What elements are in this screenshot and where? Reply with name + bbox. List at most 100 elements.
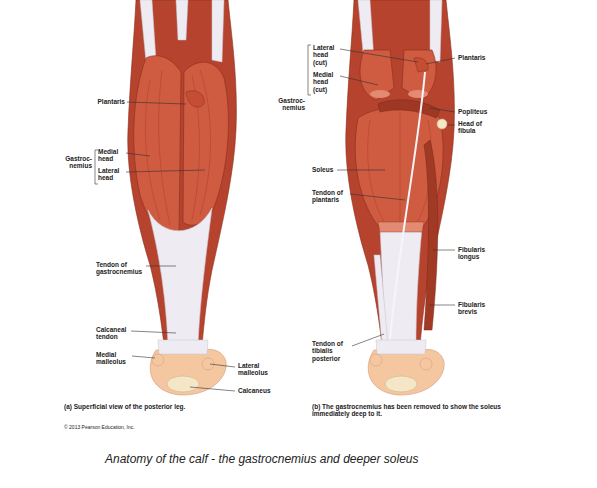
fibula-head [437, 119, 447, 129]
medial-malleolus [152, 354, 164, 366]
cut-head-muscle [402, 50, 436, 100]
leader-line [190, 387, 235, 391]
label-holder: (a) Superficial view of the posterior le… [64, 403, 284, 410]
panel-caption: (a) Superficial view of the posterior le… [64, 403, 284, 410]
leader-line [131, 331, 176, 333]
label-holder: Lateral malleolus [238, 362, 276, 377]
part-label: Medial malleolus [96, 351, 132, 366]
leg-silhouette [128, 0, 237, 345]
label-holder: Medial malleolus [96, 351, 132, 366]
leader-line [430, 108, 455, 112]
part-label: Tendon of gastrocnemius [96, 261, 146, 276]
cut-face [408, 90, 428, 98]
label-holder: Gastroc- nemius [275, 97, 305, 112]
leader-line [426, 58, 455, 64]
lateral-head-muscle [183, 62, 228, 225]
plantaris-tendon [390, 72, 425, 340]
label-holder: Tendon of plantaris [312, 189, 349, 204]
part-label: Medial head (cut) [313, 71, 340, 93]
leader-line [337, 170, 385, 171]
leader-line [352, 334, 384, 346]
panel-caption: © 2013 Pearson Education, Inc. [64, 425, 194, 431]
part-label: Plantaris [458, 54, 498, 61]
label-holder: Medial head [98, 148, 125, 163]
knee-tendon [212, 0, 224, 62]
cut-face [370, 90, 390, 98]
leader-line [433, 250, 455, 251]
label-holder: Fibularis brevis [458, 301, 495, 316]
leader-line [210, 364, 235, 367]
bracket [95, 150, 98, 184]
panel-caption: (b) The gastrocnemius has been removed t… [312, 403, 527, 418]
calcaneus-bone [167, 376, 199, 392]
tibialis-posterior-tendon [374, 255, 388, 345]
label-holder: Head of fibula [458, 120, 490, 135]
label-holder: Gastroc- nemius [62, 155, 92, 170]
calcaneal-tendon [148, 208, 212, 345]
figure-caption: Anatomy of the calf - the gastrocnemius … [105, 452, 419, 466]
lateral-malleolus [420, 358, 432, 370]
label-holder: © 2013 Pearson Education, Inc. [64, 425, 194, 431]
caption-holder: Anatomy of the calf - the gastrocnemius … [105, 452, 419, 466]
muscle-fibres [368, 112, 432, 226]
part-label: Gastroc- nemius [62, 155, 92, 170]
popliteal-tendon [176, 0, 188, 40]
part-label: Fibularis longus [458, 246, 495, 261]
leader-line [132, 356, 155, 358]
label-holder: Popliteus [458, 108, 498, 115]
label-holder: Tendon of tibialis posterior [312, 340, 351, 362]
cut-head-muscle [360, 50, 394, 100]
medial-malleolus [370, 354, 382, 366]
label-holder: Plantaris [458, 54, 498, 61]
leader-line [429, 305, 455, 306]
medial-head-muscle [134, 56, 181, 237]
label-holder: Plantaris [85, 98, 125, 105]
part-label: Popliteus [458, 108, 498, 115]
bracket [308, 45, 311, 95]
label-holder: Medial head (cut) [313, 71, 340, 93]
muscle-fibres [145, 70, 210, 225]
leader-line [350, 194, 405, 200]
part-label: Head of fibula [458, 120, 490, 135]
leader-line [126, 170, 205, 172]
leader-line [340, 49, 418, 62]
plantaris-muscle [414, 58, 428, 72]
popliteus-muscle [378, 100, 440, 118]
knee-tendon [140, 0, 156, 62]
part-label: Tendon of tibialis posterior [312, 340, 351, 362]
part-label: Calcaneus [238, 387, 278, 394]
calcaneus-bone [385, 376, 417, 392]
label-holder: Calcaneal tendon [96, 326, 132, 341]
label-holder: (b) The gastrocnemius has been removed t… [312, 403, 527, 418]
part-label: Lateral malleolus [238, 362, 276, 377]
label-holder: Tendon of gastrocnemius [96, 261, 146, 276]
fibularis-muscle [424, 140, 438, 330]
label-holder: Soleus [312, 166, 342, 173]
foot-heel [368, 350, 444, 396]
part-label: Lateral head [98, 167, 125, 182]
leader-lines [95, 45, 455, 391]
part-label: Calcaneal tendon [96, 326, 132, 341]
retinaculum-band [376, 340, 426, 354]
part-label: Soleus [312, 166, 342, 173]
label-holder: Fibularis longus [458, 246, 495, 261]
label-holder: Lateral head [98, 167, 125, 182]
label-holder: Lateral head (cut) [313, 44, 340, 66]
superficial-leg [128, 0, 237, 395]
leg-silhouette [346, 0, 455, 345]
part-label: Medial head [98, 148, 125, 163]
retinaculum-band [158, 340, 208, 354]
soleus-cut-band [378, 222, 424, 232]
part-label: Tendon of plantaris [312, 189, 349, 204]
label-holder: Calcaneus [238, 387, 278, 394]
leader-line [146, 266, 176, 267]
foot-heel [150, 350, 226, 396]
part-label: Lateral head (cut) [313, 44, 340, 66]
part-label: Gastroc- nemius [275, 97, 305, 112]
leader-line [126, 153, 150, 156]
part-label: Plantaris [85, 98, 125, 105]
part-label: Fibularis brevis [458, 301, 495, 316]
